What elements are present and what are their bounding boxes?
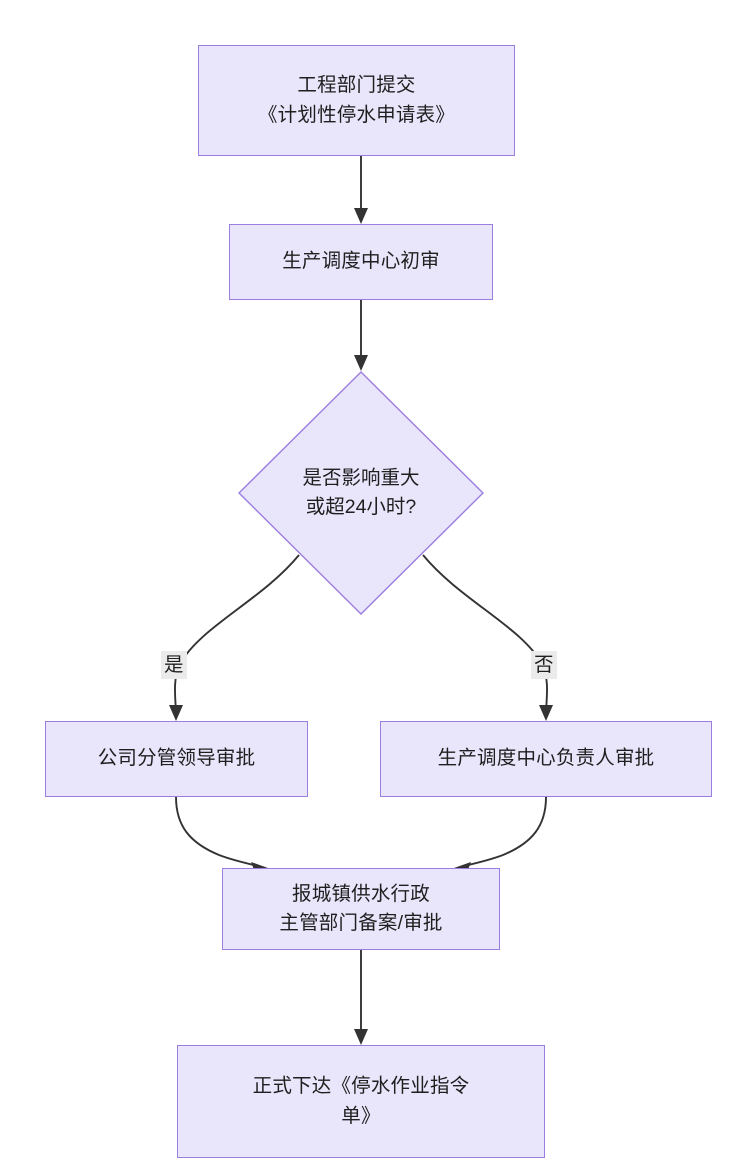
node-leader-approve[interactable]: 公司分管领导审批 bbox=[45, 721, 308, 797]
edge-submit-to-first-review bbox=[354, 156, 368, 224]
edge-label-yes: 是 bbox=[161, 651, 187, 680]
node-submit-label: 工程部门提交 《计划性停水申请表》 bbox=[257, 74, 455, 126]
edge-filing-to-order bbox=[354, 950, 368, 1045]
node-decision-label: 是否影响重大 或超24小时? bbox=[302, 466, 420, 518]
edge-label-no: 否 bbox=[531, 651, 557, 680]
node-filing[interactable]: 报城镇供水行政 主管部门备案/审批 bbox=[222, 868, 500, 950]
node-order[interactable]: 正式下达《停水作业指令 单》 bbox=[177, 1045, 545, 1158]
edge-decision-to-leader-approve bbox=[169, 554, 300, 721]
node-first-review-label: 生产调度中心初审 bbox=[282, 250, 440, 273]
node-submit[interactable]: 工程部门提交 《计划性停水申请表》 bbox=[198, 45, 515, 156]
edge-first-review-to-decision bbox=[354, 300, 368, 371]
node-dispatch-approve-label: 生产调度中心负责人审批 bbox=[437, 747, 655, 770]
edge-leader-approve-to-filing bbox=[175, 796, 268, 875]
diamond-shape-icon bbox=[238, 371, 484, 615]
node-dispatch-approve[interactable]: 生产调度中心负责人审批 bbox=[380, 721, 712, 797]
edge-dispatch-approve-to-filing bbox=[454, 796, 547, 875]
node-leader-approve-label: 公司分管领导审批 bbox=[97, 747, 256, 770]
node-order-label: 正式下达《停水作业指令 单》 bbox=[252, 1075, 470, 1127]
node-filing-label: 报城镇供水行政 主管部门备案/审批 bbox=[279, 882, 443, 934]
node-first-review[interactable]: 生产调度中心初审 bbox=[229, 224, 493, 300]
node-decision[interactable]: 是否影响重大 或超24小时? bbox=[238, 371, 484, 615]
